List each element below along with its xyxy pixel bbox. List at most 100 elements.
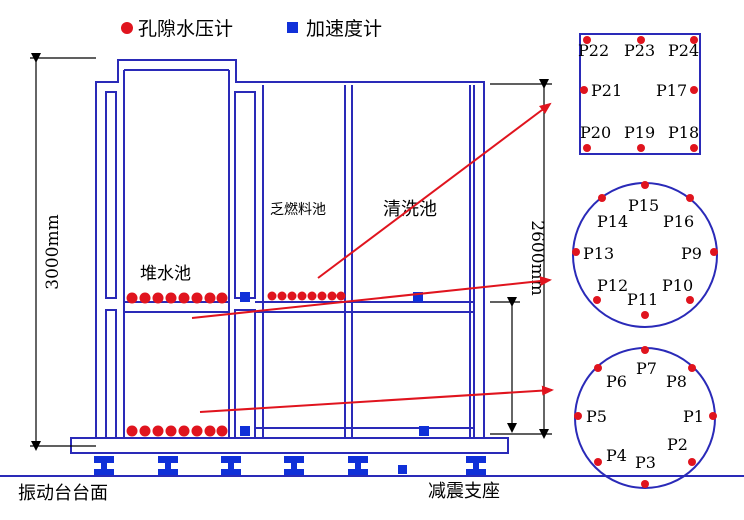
sensor-dot (580, 86, 588, 94)
bearing-2-bottom (158, 469, 178, 475)
sensor-dot (641, 311, 649, 319)
sensor-label: P12 (597, 276, 628, 295)
sensor-dot (688, 458, 696, 466)
accelerometer-legend-square (287, 22, 298, 33)
bearing-2-post (165, 463, 171, 469)
bearing-6-bottom (466, 469, 486, 475)
callout-arrow-square (317, 102, 552, 279)
bearing-1-bottom (94, 469, 114, 475)
accelerometer-ground (398, 465, 407, 474)
sensor-label: P22 (578, 41, 609, 60)
table-surface-label: 振动台台面 (18, 483, 108, 504)
sensor-dot (327, 291, 337, 301)
bearing-1-post (101, 463, 107, 469)
sensor-label: P2 (667, 435, 688, 454)
accelerometer-upper-right (413, 292, 423, 302)
sensor-label: P11 (627, 290, 658, 309)
shake-table-platform (70, 437, 509, 454)
sensor-label: P8 (666, 372, 687, 391)
sensor-dot (317, 291, 327, 301)
bearing-6-top (466, 456, 486, 463)
dimension-2600: 2600mm (490, 79, 552, 439)
sensor-label: P3 (635, 453, 656, 472)
bearing-1-top (94, 456, 114, 463)
square-outline (579, 33, 701, 155)
sensor-label: P7 (636, 359, 657, 378)
sensor-dot (688, 364, 696, 372)
sensor-label: P24 (668, 41, 699, 60)
sensor-dot (583, 36, 591, 44)
sensor-dot (126, 292, 138, 304)
sensor-dot (267, 291, 277, 301)
stack-pool-label: 堆水池 (140, 264, 191, 284)
sensor-dot (686, 194, 694, 202)
accelerometer-lower-right (419, 426, 429, 436)
bearing-3-bottom (221, 469, 241, 475)
bearing-4-bottom (284, 469, 304, 475)
sensor-dot (216, 292, 228, 304)
dimension-3000: 3000mm (30, 53, 96, 451)
sensor-dot (297, 291, 307, 301)
sensor-dot (594, 364, 602, 372)
sensor-label: P14 (597, 212, 628, 231)
sensor-dot (690, 36, 698, 44)
sensor-dot (165, 425, 177, 437)
isolation-bearings (94, 456, 486, 475)
left-wall-strip-upper (105, 91, 117, 299)
sensor-dot (637, 36, 645, 44)
sensor-dot (574, 412, 582, 420)
sensor-dot (641, 181, 649, 189)
sensor-dot (710, 248, 718, 256)
sensor-dot (637, 144, 645, 152)
sensor-dot (287, 291, 297, 301)
outer-wall (95, 59, 485, 438)
callout-arrow-upper-circle (191, 276, 552, 319)
sensor-dot (307, 291, 317, 301)
sensor-dot (204, 292, 216, 304)
legend: 孔隙水压计 加速度计 (121, 18, 382, 40)
sensor-dot (572, 248, 580, 256)
middle-wall-lower (234, 309, 256, 439)
sensor-dot (641, 480, 649, 488)
sensor-dot (593, 296, 601, 304)
sensor-dot (139, 425, 151, 437)
sensor-label: P17 (656, 81, 687, 100)
sensor-dot (686, 296, 694, 304)
middle-wall-upper (234, 91, 256, 299)
sensor-label: P21 (591, 81, 622, 100)
sensor-label: P18 (668, 123, 699, 142)
accelerometer-lower-middle (240, 426, 250, 436)
sensor-dot (139, 292, 151, 304)
accelerometer-legend-label: 加速度计 (306, 18, 382, 40)
bearing-4-post (291, 463, 297, 469)
sensor-dot (594, 458, 602, 466)
bearing-5-bottom (348, 469, 368, 475)
sensor-dot (583, 144, 591, 152)
callout-arrow-lower-circle (199, 385, 554, 413)
sensor-dot (709, 412, 717, 420)
sensor-dot (178, 425, 190, 437)
sensor-dot (204, 425, 216, 437)
sensor-dot (126, 425, 138, 437)
sensor-label: P13 (583, 244, 614, 263)
bearing-4-top (284, 456, 304, 463)
sensor-dot (690, 86, 698, 94)
sensor-label: P20 (580, 123, 611, 142)
spent-fuel-pool-label: 乏燃料池 (270, 201, 326, 218)
upper-circle-section: P15 P14 P16 P13 P9 P12 P10 P11 (572, 181, 718, 328)
sensor-label: P16 (663, 212, 694, 231)
sensor-dot (191, 425, 203, 437)
lower-circle-section: P7 P6 P8 P5 P1 P4 P2 P3 (574, 346, 717, 489)
bearing-2-top (158, 456, 178, 463)
pore-sensor-row-stack-upper (126, 292, 228, 304)
sensor-dot (690, 144, 698, 152)
sensor-dot (152, 425, 164, 437)
sensor-dot (216, 425, 228, 437)
sensor-dot (152, 292, 164, 304)
pore-pressure-legend-dot (121, 22, 133, 34)
bearing-6-post (473, 463, 479, 469)
square-section: P22 P23 P24 P21 P17 P20 P19 P18 (578, 33, 701, 155)
sensor-dot (277, 291, 287, 301)
accelerometers (240, 292, 429, 436)
